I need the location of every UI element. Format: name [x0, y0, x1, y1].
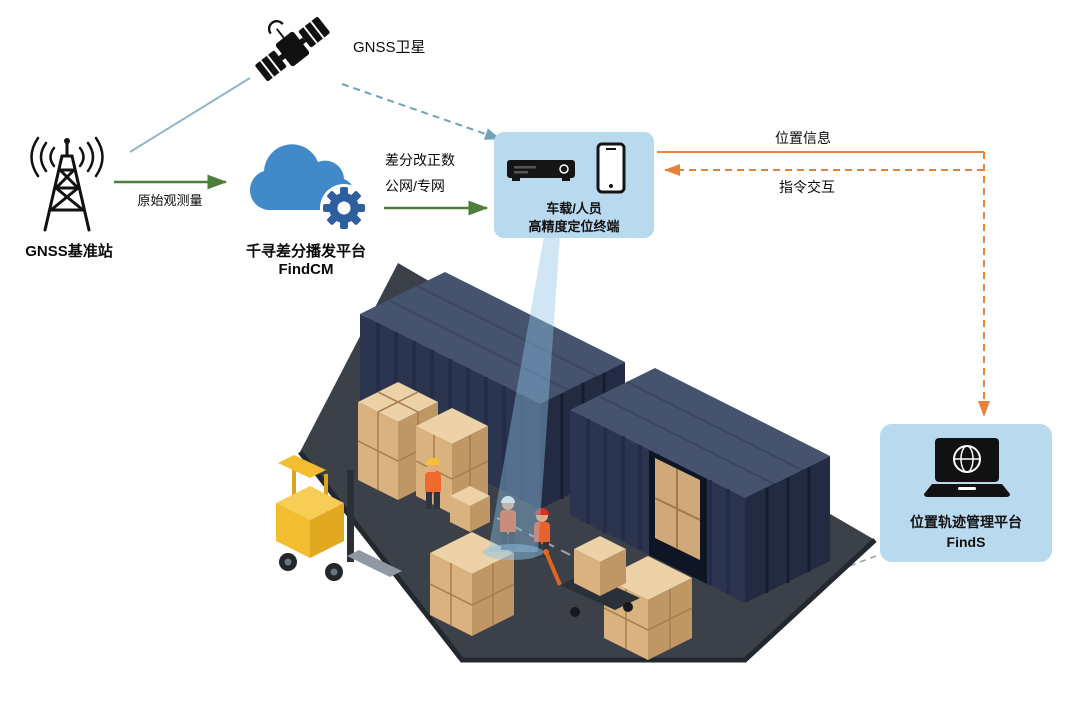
- terminal-label-1: 车载/人员: [546, 201, 602, 216]
- gear-icon: [323, 187, 365, 229]
- platform-box: 位置轨迹管理平台 FindS: [880, 424, 1052, 562]
- cloud-title: 千寻差分播发平台: [245, 243, 366, 260]
- link-satellite-base: [129, 77, 251, 153]
- pallet-jack-icon: [534, 508, 640, 617]
- correction-label-2: 公网/专网: [385, 178, 445, 194]
- terminal-box: 车载/人员 高精度定位终端: [494, 132, 654, 238]
- base-station-icon: [12, 136, 122, 236]
- correction-label-1: 差分改正数: [385, 152, 455, 168]
- box-stack-center: [429, 532, 515, 636]
- positioning-beam: [483, 236, 560, 560]
- cloud-icon: [232, 130, 382, 238]
- raw-observation-label: 原始观测量: [137, 193, 203, 208]
- gnss-satellite-icon: [245, 5, 340, 93]
- laptop-globe-icon: [922, 436, 1012, 500]
- link-satellite-terminal: [341, 83, 501, 140]
- satellite-label: GNSS卫星: [353, 39, 426, 56]
- platform-subtitle: FindS: [946, 534, 986, 550]
- base-station-label: GNSS基准站: [25, 243, 113, 260]
- worker-icon-2: [500, 496, 516, 550]
- warehouse-scene: [276, 236, 877, 663]
- box-small: [450, 486, 490, 532]
- position-info-label: 位置信息: [775, 130, 831, 146]
- forklift-icon: [276, 455, 402, 581]
- arrow-position-info: [657, 151, 990, 417]
- platform-title: 位置轨迹管理平台: [910, 514, 1022, 530]
- terminal-label-2: 高精度定位终端: [528, 219, 620, 234]
- worker-icon-1: [425, 458, 441, 509]
- phone-icon: [596, 142, 626, 194]
- container-right: [570, 368, 830, 603]
- cloud-subtitle: FindCM: [278, 261, 334, 278]
- command-interaction-label: 指令交互: [779, 179, 835, 195]
- receiver-icon: [506, 156, 576, 184]
